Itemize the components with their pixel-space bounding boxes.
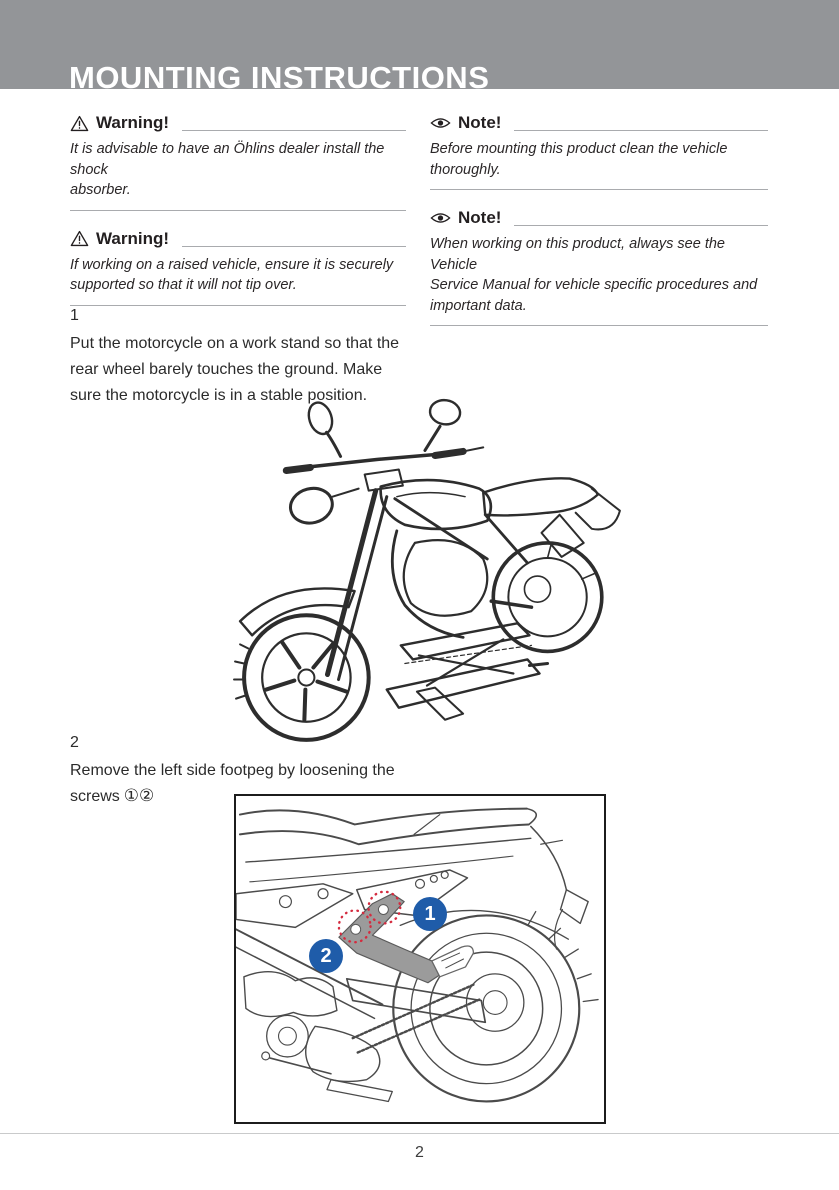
eye-icon: [430, 116, 451, 130]
figure-motorcycle-on-work-stand: [228, 392, 640, 742]
warning-triangle-icon: [70, 115, 89, 132]
warning-title: Warning!: [96, 113, 170, 132]
warning-block-2: Warning! If working on a raised vehicle,…: [70, 228, 406, 306]
warnings-column: Warning! It is advisable to have an Öhli…: [70, 112, 406, 323]
notes-column: Note! Before mounting this product clean…: [430, 112, 768, 343]
warning-heading-1: Warning!: [70, 112, 406, 134]
note-title: Note!: [458, 113, 502, 132]
note-block-1: Note! Before mounting this product clean…: [430, 112, 768, 190]
circled-screw-numbers: ①②: [123, 786, 155, 806]
note-block-2: Note! When working on this product, alwa…: [430, 207, 768, 326]
step-2-text: Remove the left side footpeg by loosenin…: [70, 762, 395, 805]
step-1-text: Put the motorcycle on a work stand so th…: [70, 335, 400, 404]
step-1-text-wrap: Put the motorcycle on a work stand so th…: [70, 331, 422, 409]
note-text: When working on this product, always see…: [430, 234, 768, 326]
figure-left-footpeg-removal: 1 2: [234, 794, 606, 1124]
heading-rule: [182, 245, 406, 247]
note-heading-2: Note!: [430, 207, 768, 229]
page-title: MOUNTING INSTRUCTIONS: [69, 60, 490, 95]
page-number: 2: [415, 1144, 424, 1161]
warning-text: If working on a raised vehicle, ensure i…: [70, 255, 406, 306]
callout-1-label: 1: [424, 903, 436, 925]
warning-heading-2: Warning!: [70, 228, 406, 250]
screw-highlight-circle: [367, 890, 402, 925]
note-heading-1: Note!: [430, 112, 768, 134]
heading-rule: [514, 130, 768, 131]
step-2-number: 2: [70, 734, 79, 751]
eye-icon: [430, 211, 451, 225]
note-title: Note!: [458, 208, 502, 227]
step-1-number: 1: [70, 307, 79, 324]
footer-divider: [0, 1133, 839, 1134]
callout-2-label: 2: [320, 945, 332, 967]
step-2-text-wrap: Remove the left side footpeg by loosenin…: [70, 758, 422, 810]
callout-2-badge: 2: [309, 939, 343, 973]
warning-text: It is advisable to have an Öhlins dealer…: [70, 139, 406, 211]
heading-rule: [514, 225, 768, 226]
motorcycle-line-art: [233, 398, 621, 742]
warning-title: Warning!: [96, 228, 170, 248]
warning-block-1: Warning! It is advisable to have an Öhli…: [70, 112, 406, 211]
page-header: MOUNTING INSTRUCTIONS: [0, 0, 839, 93]
heading-rule: [182, 130, 406, 131]
callout-1-badge: 1: [413, 897, 447, 931]
screw-highlight-circle: [337, 909, 372, 944]
step-1: 1 Put the motorcycle on a work stand so …: [70, 305, 422, 409]
note-text: Before mounting this product clean the v…: [430, 139, 768, 190]
step-2: 2 Remove the left side footpeg by loosen…: [70, 732, 422, 810]
footpeg-line-art: [236, 807, 599, 1103]
warning-triangle-icon: [70, 230, 89, 247]
